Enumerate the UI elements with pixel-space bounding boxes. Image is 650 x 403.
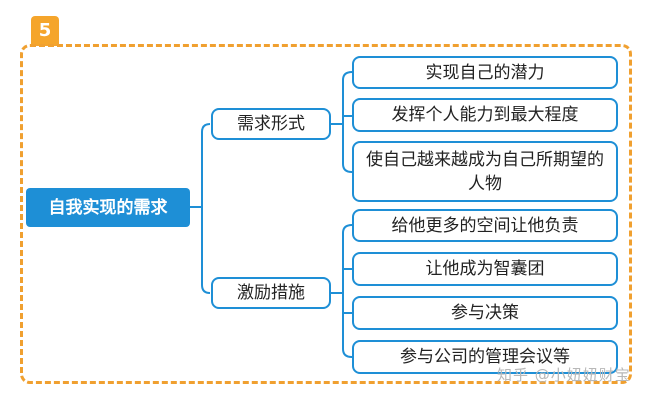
branch2-trunk	[342, 224, 353, 358]
root-node: 自我实现的需求	[26, 188, 190, 227]
leaf-node: 给他更多的空间让他负责	[352, 209, 618, 242]
section-number-badge: 5	[31, 16, 59, 46]
branch-node-incentive-measures: 激励措施	[211, 277, 331, 309]
leaf-node: 参与决策	[352, 296, 618, 330]
leaf-node: 使自己越来越成为自己所期望的人物	[352, 141, 618, 202]
leaf-node: 让他成为智囊团	[352, 252, 618, 286]
leaf-node: 实现自己的潜力	[352, 56, 618, 89]
leaf-node: 发挥个人能力到最大程度	[352, 98, 618, 132]
root-trunk	[201, 123, 211, 294]
leaf-node: 参与公司的管理会议等	[352, 340, 618, 374]
branch-node-demand-forms: 需求形式	[211, 108, 331, 140]
watermark-text: 知乎 @小妞妞财宝	[497, 366, 631, 384]
dashed-frame	[20, 44, 632, 384]
branch1-trunk-top	[342, 71, 353, 173]
